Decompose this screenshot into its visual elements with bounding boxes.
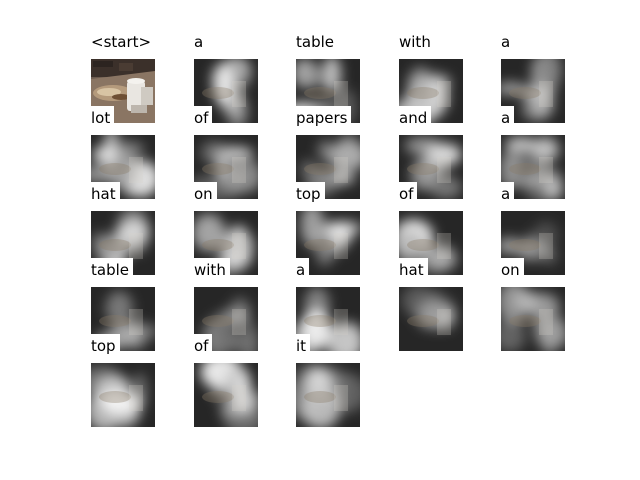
token-label: top [296,182,325,206]
attention-heatmap [91,363,155,427]
token-label: a [501,30,515,54]
attention-map-panel: top [91,334,155,427]
token-label: hat [399,258,428,282]
attention-heatmap [296,135,360,199]
attention-heatmap [501,287,565,351]
token-label: lot [91,106,115,130]
attention-map-panel: on [501,258,565,351]
token-label: papers [296,106,352,130]
attention-heatmap [296,211,360,275]
attention-map-panel: top [296,182,360,275]
token-label: a [194,30,208,54]
source-image-panel: <start> [91,30,156,123]
token-label: of [399,182,418,206]
attention-map-panel: lot [91,106,155,199]
attention-map-panel: hat [399,258,463,351]
token-label: on [501,258,524,282]
attention-map-panel: papers [296,106,360,199]
token-label: hat [91,182,120,206]
token-label: top [91,334,120,358]
token-label: of [194,106,213,130]
token-label: of [194,334,213,358]
token-label: on [194,182,217,206]
attention-heatmap [194,363,258,427]
attention-map-panel: it [296,334,360,427]
token-label: with [194,258,230,282]
attention-heatmap [91,135,155,199]
token-label: a [501,182,515,206]
source-photo [91,59,155,123]
attention-heatmap [296,363,360,427]
token-label: with [399,30,435,54]
attention-map-panel: a [296,258,360,351]
token-label: a [501,106,515,130]
token-label: <start> [91,30,156,54]
attention-heatmap [399,287,463,351]
token-label: a [296,258,310,282]
attention-map-panel: and [399,106,463,199]
token-label: it [296,334,311,358]
token-label: and [399,106,432,130]
attention-heatmap [296,287,360,351]
token-label: table [296,30,338,54]
token-label: table [91,258,133,282]
attention-map-panel: of [194,334,258,427]
